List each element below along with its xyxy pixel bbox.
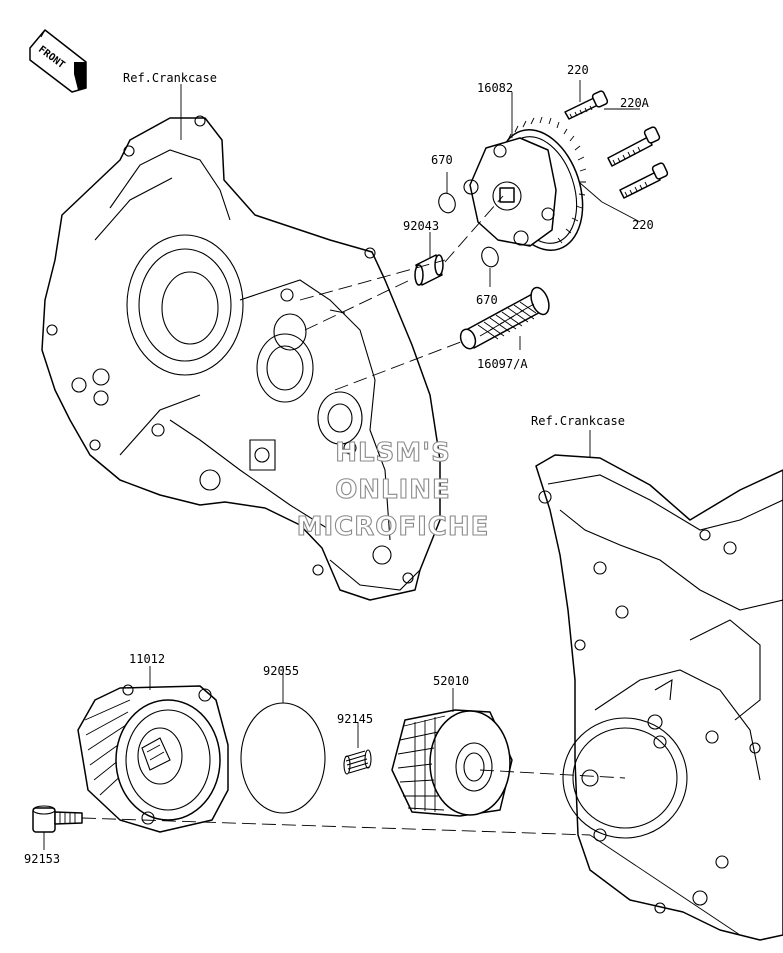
part-label-16082: 16082 bbox=[477, 81, 514, 95]
spring-92145 bbox=[343, 749, 372, 775]
oring-670-top bbox=[438, 192, 456, 214]
oring-670-bottom bbox=[481, 246, 499, 268]
oil-filter-cover-11012 bbox=[77, 684, 229, 833]
bolt-220A bbox=[607, 126, 661, 167]
part-label-92055: 92055 bbox=[263, 664, 300, 678]
left-crankcase bbox=[41, 115, 441, 601]
watermark-line-2: ONLINE bbox=[335, 474, 451, 505]
watermark-line-3: MICROFICHE bbox=[296, 511, 490, 542]
part-label-16097A: 16097/A bbox=[477, 357, 528, 371]
bolt-92153 bbox=[32, 805, 83, 833]
part-label-220-top: 220 bbox=[567, 63, 589, 77]
front-arrow-icon bbox=[29, 29, 87, 93]
oil-pump-16082 bbox=[463, 116, 587, 251]
bolt-220-bottom bbox=[619, 162, 669, 199]
watermark-line-1: HLSM'S bbox=[335, 437, 451, 468]
part-label-220A: 220A bbox=[620, 96, 649, 110]
bolt-220-top bbox=[564, 90, 609, 120]
ref-crankcase-right-label: Ref.Crankcase bbox=[531, 414, 625, 428]
part-label-92145: 92145 bbox=[337, 712, 374, 726]
part-label-670-top: 670 bbox=[431, 153, 453, 167]
ref-crankcase-left-label: Ref.Crankcase bbox=[123, 71, 217, 85]
part-label-92153: 92153 bbox=[24, 852, 61, 866]
oil-filter-52010 bbox=[391, 709, 513, 817]
part-label-670-bottom: 670 bbox=[476, 293, 498, 307]
part-label-11012: 11012 bbox=[129, 652, 166, 666]
part-label-52010: 52010 bbox=[433, 674, 470, 688]
right-crankcase bbox=[535, 454, 783, 941]
oring-92055 bbox=[240, 702, 326, 814]
part-label-220-bottom: 220 bbox=[632, 218, 654, 232]
part-label-92043: 92043 bbox=[403, 219, 440, 233]
dowel-92043 bbox=[414, 254, 444, 286]
oil-screen-16097A bbox=[459, 286, 550, 350]
